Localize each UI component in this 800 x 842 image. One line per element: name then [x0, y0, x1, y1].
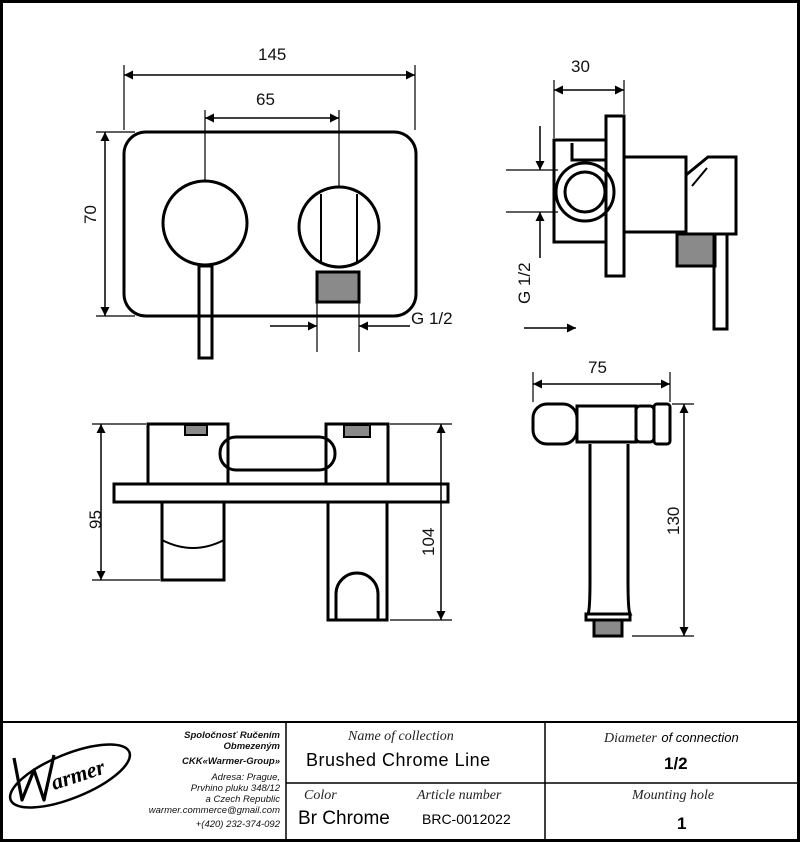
side-body-step — [570, 143, 606, 162]
dim-label-front-g12: G 1/2 — [411, 309, 453, 328]
dim-label-75: 75 — [588, 358, 607, 377]
lever-handle — [197, 264, 214, 360]
dim-label-30: 30 — [571, 57, 590, 76]
diameter-label: Diameter of connection — [604, 729, 739, 747]
logo-wordmark: armer — [48, 754, 108, 795]
top-view-dimension-lines — [92, 423, 452, 621]
dim-label-side-g12: G 1/2 — [515, 262, 534, 304]
side-outlet-ring-inner — [563, 170, 607, 214]
company-address-1: Adresa: Prague, — [211, 771, 280, 783]
top-holder-hook — [334, 571, 380, 620]
shower-handle-body — [585, 444, 633, 616]
side-lever-detail — [691, 167, 708, 187]
side-grey-connector — [675, 232, 717, 268]
top-lever-handle — [160, 500, 226, 582]
front-cover-plate — [122, 130, 418, 318]
color-value: Br Chrome — [298, 808, 390, 829]
mounting-label: Mounting hole — [632, 788, 715, 803]
company-address-3: a Czech Republic — [205, 794, 280, 806]
diverter-knob-circle — [297, 185, 381, 269]
mounting-value: 1 — [677, 814, 687, 833]
side-lever-head — [685, 155, 738, 236]
front-view — [122, 130, 418, 360]
diameter-value: 1/2 — [664, 754, 688, 773]
top-outlet-holder — [326, 500, 389, 622]
dim-label-130: 130 — [664, 507, 683, 535]
shower-head-view — [531, 402, 672, 638]
side-lever-handle — [712, 232, 729, 331]
company-phone: +(420) 232-374-092 — [195, 819, 280, 831]
top-right-grey-insert — [343, 424, 371, 438]
dim-label-70: 70 — [81, 205, 100, 224]
collection-value: Brushed Chrome Line — [306, 750, 491, 770]
company-name: Spoločnosť Ručením Obmezeným — [184, 730, 280, 753]
diameter-label-part2: of connection — [661, 730, 739, 745]
top-left-grey-insert — [184, 424, 208, 436]
company-address-2: Prvhino pluku 348/12 — [190, 782, 280, 794]
top-wall-plate — [112, 482, 450, 504]
article-value: BRC-0012022 — [422, 811, 511, 827]
lever-knob-circle — [161, 179, 249, 267]
dim-label-95: 95 — [86, 510, 105, 529]
dim-label-104: 104 — [419, 528, 438, 556]
top-view — [112, 422, 450, 622]
shower-head-dimension-lines — [532, 372, 694, 637]
company-info: Spoločnosť Ručením Obmezeným CKK«Warmer-… — [128, 730, 280, 831]
shower-head-nozzle — [652, 402, 672, 446]
shower-handle-connector — [592, 618, 624, 638]
side-body — [552, 138, 608, 244]
diameter-label-part1: Diameter — [604, 731, 657, 746]
dim-label-65: 65 — [256, 90, 275, 109]
shower-head-front — [634, 404, 656, 444]
color-label: Color — [304, 788, 337, 803]
top-lever-curve — [161, 539, 225, 549]
shower-head-middle — [575, 404, 638, 444]
article-label: Article number — [417, 788, 502, 803]
top-middle-cylinder — [218, 435, 337, 472]
side-view — [552, 114, 738, 331]
front-outlet-connector — [315, 270, 361, 304]
collection-label: Name of collection — [348, 729, 454, 744]
shower-head-rear — [531, 402, 579, 446]
company-email: warmer.commerce@gmail.com — [148, 805, 280, 817]
dim-label-145: 145 — [258, 45, 286, 64]
company-group: CKK«Warmer-Group» — [181, 756, 280, 768]
side-outlet-ring-outer — [554, 161, 616, 223]
warmer-logo: armer — [8, 743, 132, 809]
front-view-dimension-lines — [96, 65, 416, 352]
side-lever-block — [624, 155, 688, 234]
title-block-grid — [285, 722, 800, 842]
side-view-dimension-lines — [506, 80, 625, 333]
